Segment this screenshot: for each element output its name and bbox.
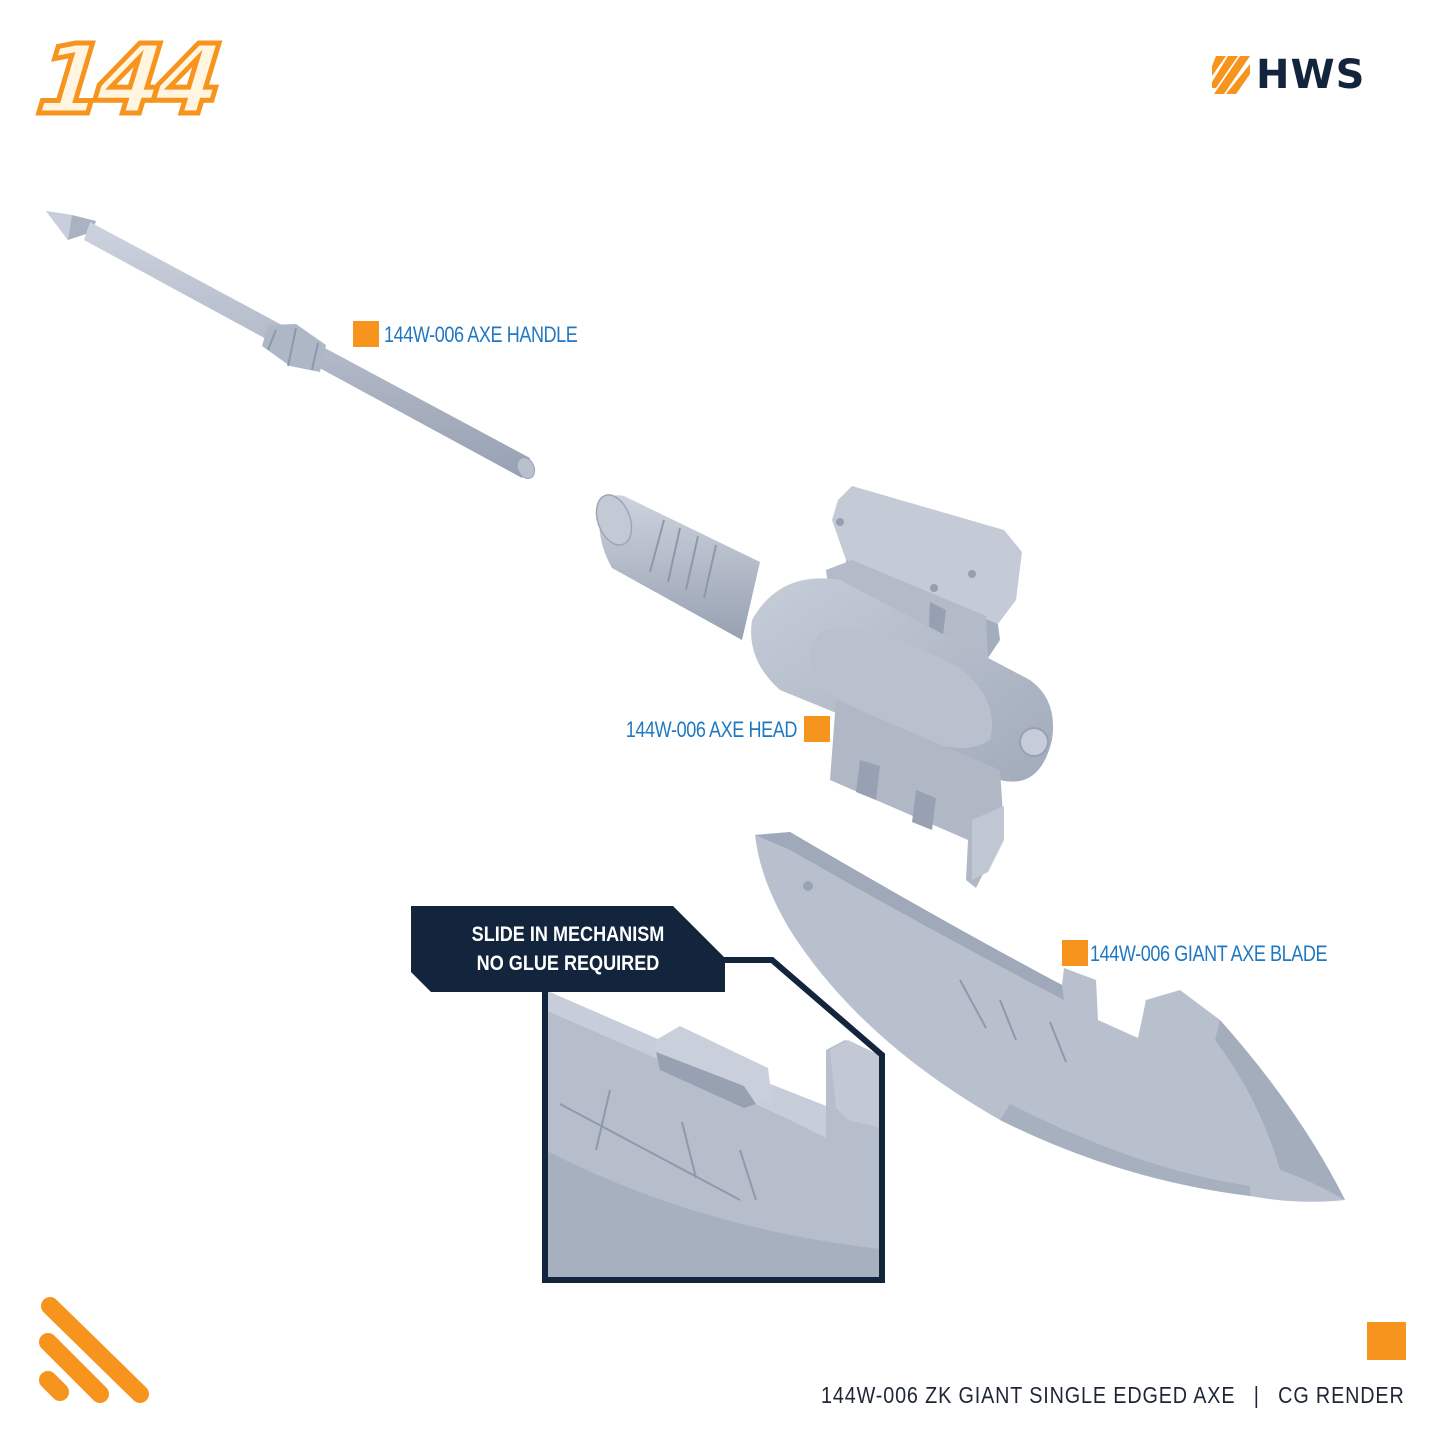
footer-render-type: CG RENDER bbox=[1278, 1382, 1405, 1408]
footer-caption: 144W-006 ZK GIANT SINGLE EDGED AXE | CG … bbox=[821, 1382, 1405, 1409]
footer-marker bbox=[1367, 1322, 1406, 1360]
callout-banner-shape bbox=[411, 906, 725, 992]
handle-label-marker bbox=[353, 321, 379, 347]
blade-label-marker bbox=[1062, 940, 1088, 966]
corner-stripes-icon bbox=[39, 1297, 149, 1403]
callout-text: SLIDE IN MECHANISM NO GLUE REQUIRED bbox=[433, 920, 703, 978]
callout-line-1: SLIDE IN MECHANISM bbox=[471, 923, 665, 946]
callout-line-2: NO GLUE REQUIRED bbox=[476, 952, 660, 975]
head-label: 144W-006 AXE HEAD bbox=[625, 717, 798, 742]
brand-stripes-icon bbox=[1212, 56, 1250, 94]
callout-banner: SLIDE IN MECHANISM NO GLUE REQUIRED bbox=[411, 906, 725, 992]
footer-separator: | bbox=[1254, 1382, 1261, 1408]
head-label-marker bbox=[804, 716, 830, 742]
brand-wordmark: HWS bbox=[1256, 52, 1366, 98]
axe-blade-part bbox=[755, 832, 1345, 1202]
inset-zoom-view bbox=[542, 957, 885, 1283]
blade-label: 144W-006 GIANT AXE BLADE bbox=[1090, 941, 1328, 966]
axe-head-part bbox=[595, 486, 1054, 888]
footer-product-name: 144W-006 ZK GIANT SINGLE EDGED AXE bbox=[821, 1382, 1236, 1408]
axe-handle-part bbox=[46, 211, 536, 480]
handle-label: 144W-006 AXE HANDLE bbox=[384, 322, 578, 347]
brand-logo: HWS bbox=[1212, 52, 1394, 98]
